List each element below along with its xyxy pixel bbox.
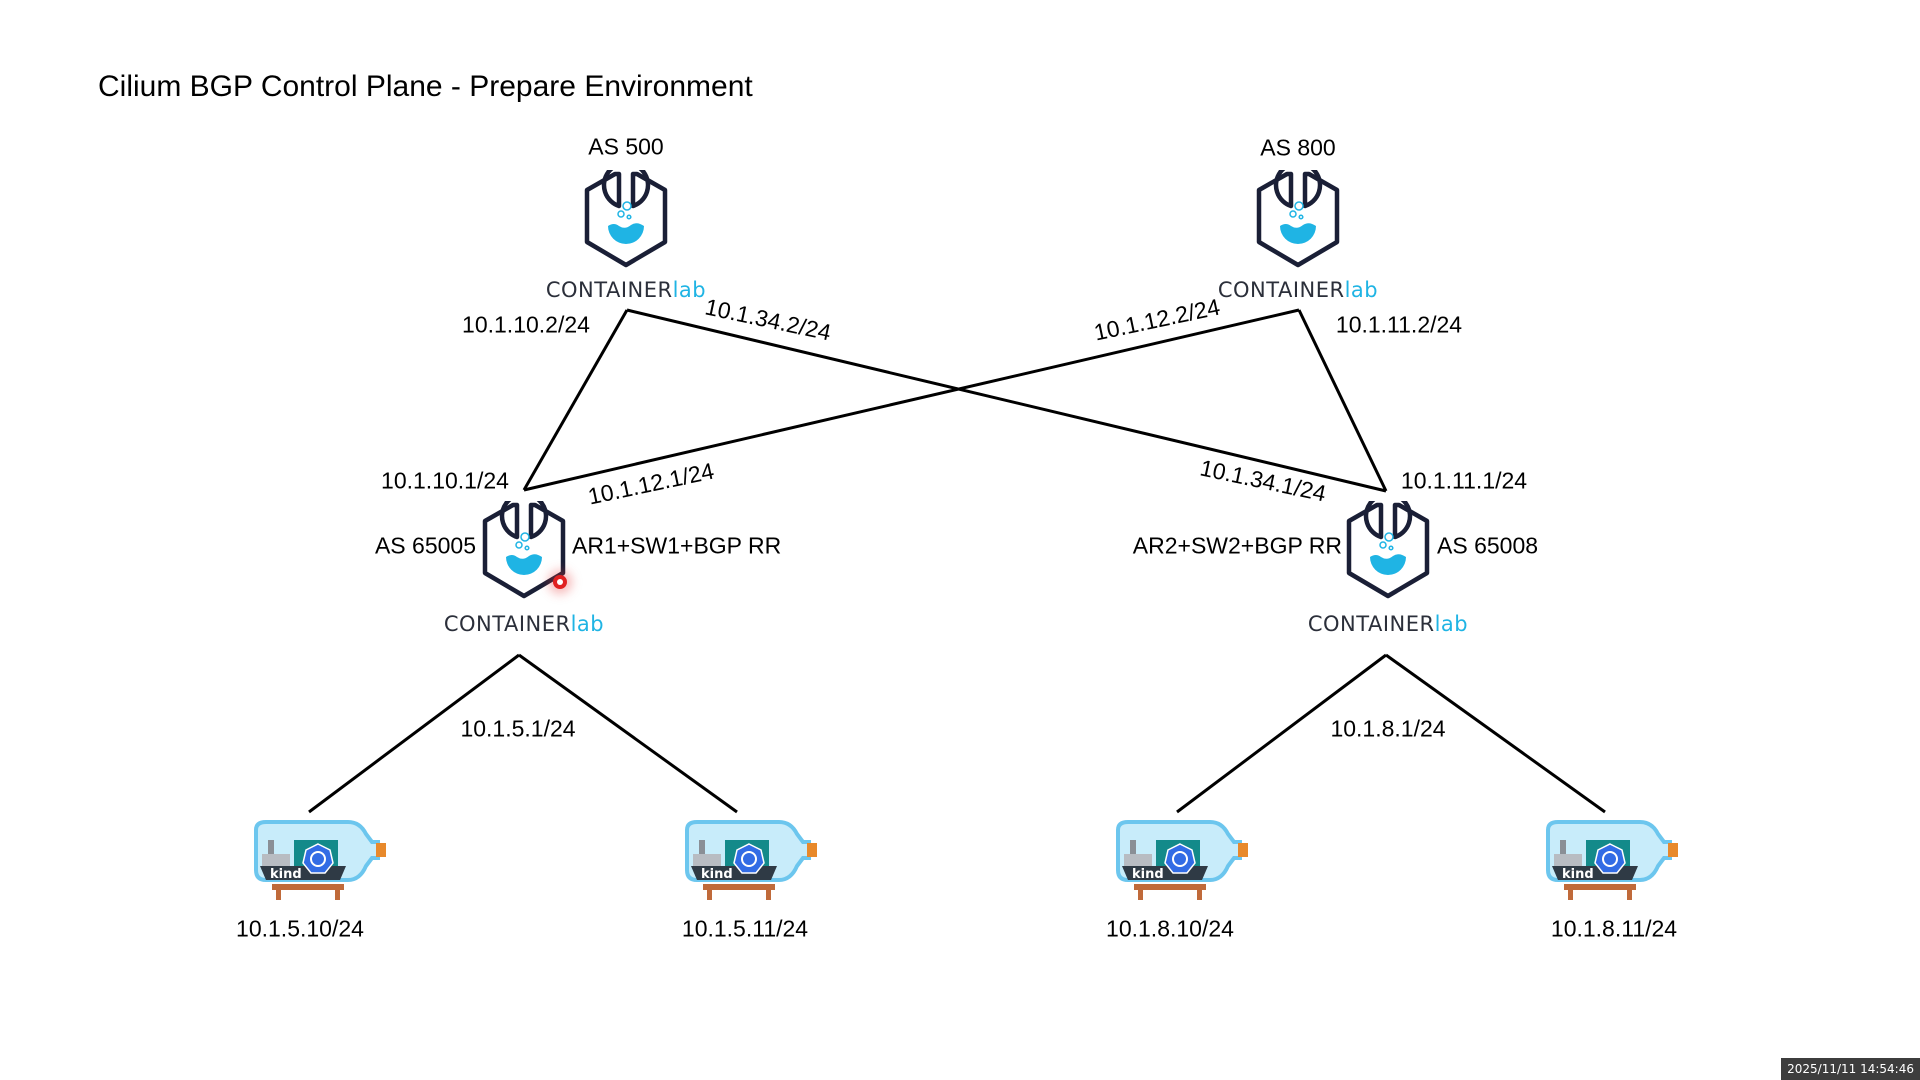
link-spine-right-leaf-left [523,308,1300,492]
containerlab-brand: CONTAINERlab [444,612,604,636]
link-ip-label: 10.1.11.1/24 [1400,467,1528,494]
link-spine-left-leaf-left [522,309,629,491]
kind-node-ip: 10.1.8.11/24 [1550,915,1678,942]
containerlab-brand: CONTAINERlab [1218,278,1378,302]
leaf-left-as-label: AS 65005 [374,532,476,559]
link-spine-right-leaf-right [1297,309,1388,492]
brand-suffix: lab [672,278,707,302]
spine-right-as-label: AS 800 [1260,134,1336,161]
link-leaf-left-kind-2 [518,653,738,814]
containerlab-router-icon[interactable] [581,170,671,270]
containerlab-brand: CONTAINERlab [1308,612,1468,636]
link-leaf-right-kind-4 [1385,653,1606,814]
kind-cluster-icon[interactable] [248,818,388,908]
brand-prefix: CONTAINER [443,612,571,636]
link-ip-label: 10.1.10.2/24 [462,311,590,338]
clock-timestamp: 2025/11/11 14:54:46 [1781,1058,1920,1080]
brand-prefix: CONTAINER [1217,278,1345,302]
containerlab-brand: CONTAINERlab [546,278,706,302]
link-spine-left-leaf-right [626,308,1387,493]
link-ip-label: 10.1.10.1/24 [381,467,509,494]
leaf-right-role-label: AR2+SW2+BGP RR [1132,532,1342,559]
pointer-cursor-indicator [553,575,567,589]
leaf-left-role-label: AR1+SW1+BGP RR [572,532,782,559]
link-ip-label: 10.1.11.2/24 [1335,311,1463,338]
kind-node-ip: 10.1.5.11/24 [681,915,809,942]
containerlab-router-icon[interactable] [1343,501,1433,601]
gateway-ip-label: 10.1.8.1/24 [1330,715,1446,742]
brand-suffix: lab [1434,612,1469,636]
link-leaf-left-kind-1 [308,653,520,814]
brand-suffix: lab [1344,278,1379,302]
diagram-title: Cilium BGP Control Plane - Prepare Envir… [98,70,753,103]
kind-cluster-icon[interactable] [679,818,819,908]
link-leaf-right-kind-3 [1176,653,1387,814]
brand-suffix: lab [570,612,605,636]
brand-prefix: CONTAINER [1307,612,1435,636]
kind-node-ip: 10.1.8.10/24 [1106,915,1234,942]
leaf-right-as-label: AS 65008 [1437,532,1539,559]
kind-node-ip: 10.1.5.10/24 [236,915,364,942]
brand-prefix: CONTAINER [545,278,673,302]
kind-cluster-icon[interactable] [1540,818,1680,908]
kind-cluster-icon[interactable] [1110,818,1250,908]
gateway-ip-label: 10.1.5.1/24 [460,715,576,742]
spine-left-as-label: AS 500 [588,133,664,160]
containerlab-router-icon[interactable] [1253,170,1343,270]
